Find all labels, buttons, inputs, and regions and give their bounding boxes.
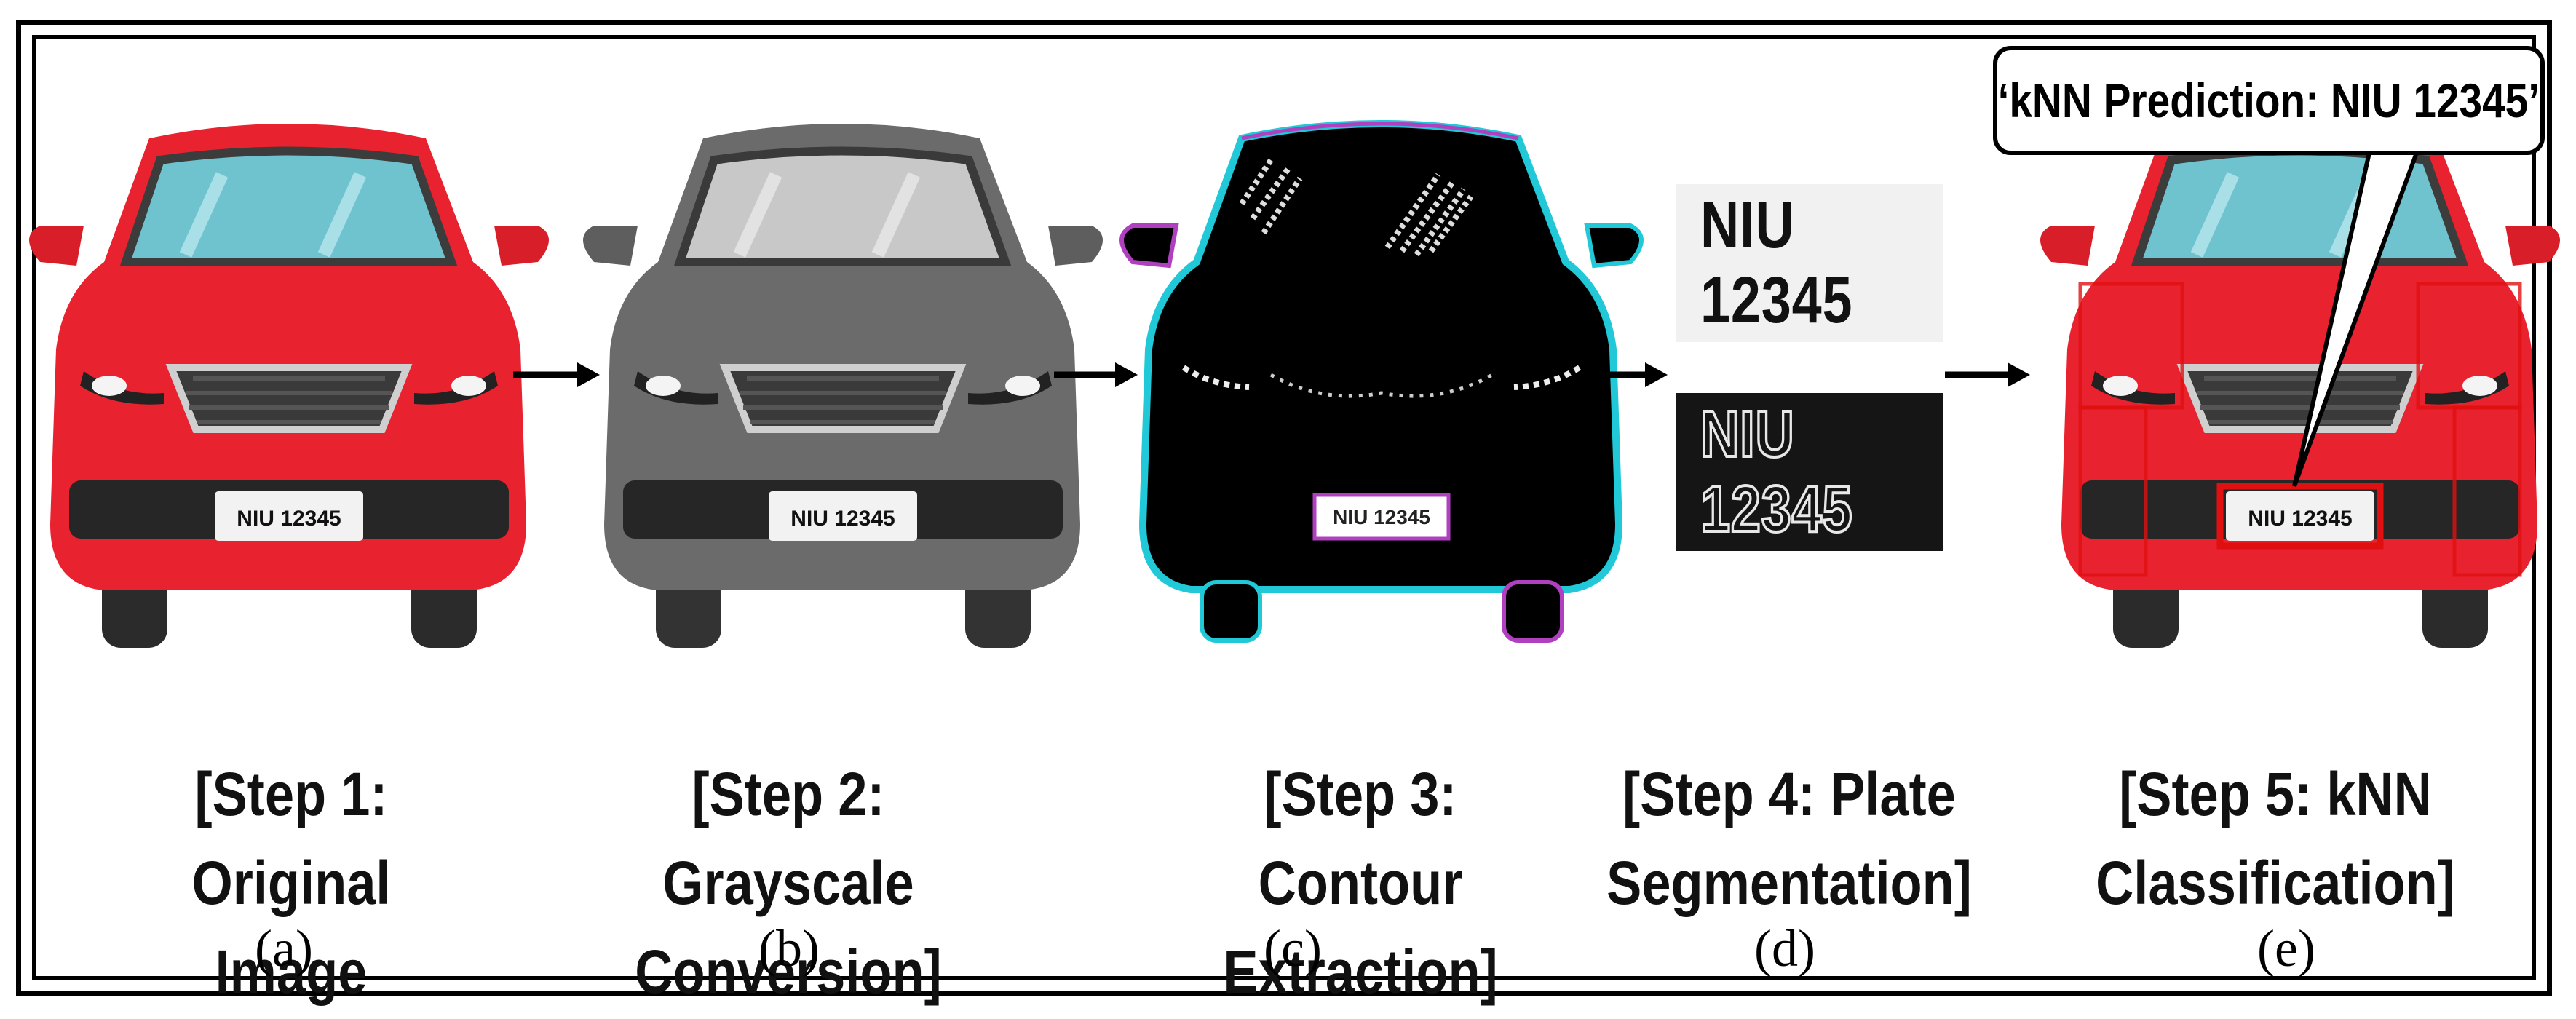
- subfigure-label-c: (c): [1264, 919, 1322, 978]
- arrow-right-icon: [513, 362, 600, 387]
- callout-text: ‘kNN Prediction: NIU 12345’: [1997, 74, 2540, 127]
- subfigure-label-d: (d): [1754, 919, 1815, 978]
- step-3-title: [Step 3: Contour Extraction]: [1173, 750, 1548, 1016]
- car-icon: NIU 12345: [29, 124, 549, 648]
- arrow-right-icon: [1945, 362, 2030, 387]
- car-icon: NIU 12345: [2040, 124, 2560, 648]
- step-title-line: [Step 1: Original: [191, 760, 391, 917]
- arrow-right-icon: [1585, 362, 1668, 387]
- subfigure-label-b: (b): [758, 919, 820, 978]
- step-title-line: Image: [215, 937, 368, 1006]
- subfigure-label-e: (e): [2257, 919, 2315, 978]
- step-1-title: [Step 1: Original Image: [103, 750, 479, 1016]
- outer-frame: [16, 20, 2552, 996]
- step-title-line: Extraction]: [1223, 937, 1498, 1006]
- plate-text: NIU 12345: [2248, 507, 2352, 531]
- plate-text: NIU 12345: [1699, 397, 1853, 547]
- step-title-line: [Step 2: Grayscale: [662, 760, 914, 917]
- car-icon: NIU 12345: [1119, 120, 1644, 643]
- plate-text: NIU 12345: [1333, 506, 1430, 528]
- knn-prediction-callout: ‘kNN Prediction: NIU 12345’: [1993, 46, 2545, 155]
- step-title-line: [Step 5: kNN: [2119, 760, 2432, 828]
- car-icon: NIU 12345: [583, 124, 1103, 648]
- step-title-line: Segmentation]: [1606, 849, 1972, 917]
- segmented-plate-white: NIU 12345: [1676, 184, 1943, 342]
- plate-text: NIU 12345: [1700, 189, 1853, 337]
- plate-text: NIU 12345: [790, 507, 895, 531]
- plate-text: NIU 12345: [237, 507, 341, 531]
- subfigure-label-a: (a): [255, 919, 313, 978]
- step-2-title: [Step 2: Grayscale Conversion]: [601, 750, 976, 1016]
- step-5-title: [Step 5: kNN Classification]: [2088, 750, 2463, 927]
- step-4-title: [Step 4: Plate Segmentation]: [1601, 750, 1977, 927]
- segmented-plate-black: NIU 12345: [1676, 393, 1943, 551]
- step-title-line: Classification]: [2096, 849, 2455, 917]
- step-title-line: [Step 3: Contour: [1258, 760, 1463, 917]
- step-title-line: Conversion]: [635, 937, 942, 1006]
- arrow-right-icon: [1054, 362, 1138, 387]
- step-title-line: [Step 4: Plate: [1622, 760, 1956, 828]
